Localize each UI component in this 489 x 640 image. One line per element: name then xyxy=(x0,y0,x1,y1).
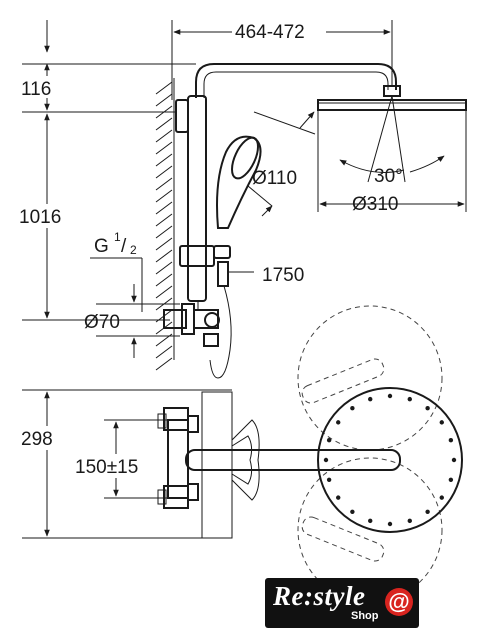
logo-subtext: Shop xyxy=(351,610,379,622)
rosette-diameter-dim xyxy=(96,284,180,358)
nozzle-dot xyxy=(448,477,454,482)
nozzle-dot xyxy=(439,495,444,500)
hatch-line xyxy=(155,285,173,299)
nozzle-dot xyxy=(368,396,373,402)
hatch-line xyxy=(155,261,173,275)
svg-text:1: 1 xyxy=(114,230,121,244)
hatch-line xyxy=(155,129,173,143)
thread-label: G 1 / 2 xyxy=(90,230,143,312)
head-diameter-label: Ø310 xyxy=(352,194,398,215)
nozzle-dot xyxy=(387,393,393,399)
riser-pipe xyxy=(175,95,207,302)
cart-icon: @ xyxy=(385,588,413,616)
depth-dim xyxy=(22,389,232,539)
nozzle-dot xyxy=(336,420,341,425)
nozzle-dot xyxy=(326,477,332,482)
hatch-line xyxy=(155,201,173,215)
hose-length-label: 1750 xyxy=(262,265,304,286)
hatch-line xyxy=(155,153,173,167)
angle-label: 30° xyxy=(374,166,403,187)
hatch-line xyxy=(155,249,173,263)
hatch-line xyxy=(155,93,173,107)
arm-plan xyxy=(185,419,401,501)
nozzle-dot xyxy=(336,495,341,500)
brand-logo: Re:style Shop @ xyxy=(265,578,419,628)
nozzle-dot xyxy=(451,457,457,463)
top-height-label: 116 xyxy=(21,79,51,100)
handshower-diameter-label: Ø110 xyxy=(252,168,297,189)
nozzle-dot xyxy=(425,509,430,514)
logo-text: Re:style xyxy=(273,581,366,611)
hatch-line xyxy=(155,165,173,179)
hatch-line xyxy=(155,189,173,203)
nozzle-dot xyxy=(448,438,454,443)
slider xyxy=(179,245,231,287)
hose xyxy=(209,271,254,379)
overhead-arm xyxy=(195,63,397,98)
head-shower-plan xyxy=(317,387,463,533)
nozzle-dot xyxy=(407,518,412,524)
mixer-plan xyxy=(157,407,199,509)
hatch-line xyxy=(155,117,173,131)
nozzle-dot xyxy=(323,457,329,463)
hatch-line xyxy=(155,213,173,227)
hand-shower xyxy=(216,111,316,229)
front-view: 30° Ø310 464-472 116 xyxy=(18,19,467,379)
total-height-label: 1016 xyxy=(19,207,61,228)
hatch-line xyxy=(155,345,173,359)
wall-plan xyxy=(201,391,233,539)
nozzle-dot xyxy=(439,420,444,425)
svg-text:G: G xyxy=(94,236,109,257)
arm-reach-label: 464-472 xyxy=(235,22,305,43)
nozzle-dot xyxy=(350,406,355,411)
rotation-circle-top xyxy=(297,305,443,451)
hatch-line xyxy=(155,141,173,155)
centres-label: 150±15 xyxy=(75,457,138,478)
mixer-front xyxy=(163,300,220,347)
nozzle-dot xyxy=(326,438,332,443)
head-diameter-dim xyxy=(317,110,467,212)
depth-label: 298 xyxy=(21,429,53,450)
nozzle-dot xyxy=(350,509,355,514)
hatch-line xyxy=(155,273,173,287)
svg-text:2: 2 xyxy=(130,243,137,257)
svg-text:/: / xyxy=(121,236,127,257)
top-view: 298 150±15 xyxy=(18,305,463,603)
hatch-line xyxy=(155,81,173,95)
rosette-diameter-label: Ø70 xyxy=(84,312,120,333)
hatch-line xyxy=(155,225,173,239)
hatch-line xyxy=(155,177,173,191)
hatch-line xyxy=(155,357,173,371)
nozzle-dot xyxy=(425,406,430,411)
nozzle-dot xyxy=(407,396,412,402)
nozzle-dot xyxy=(368,518,373,524)
nozzle-dot xyxy=(387,521,393,527)
hatch-line xyxy=(155,237,173,251)
